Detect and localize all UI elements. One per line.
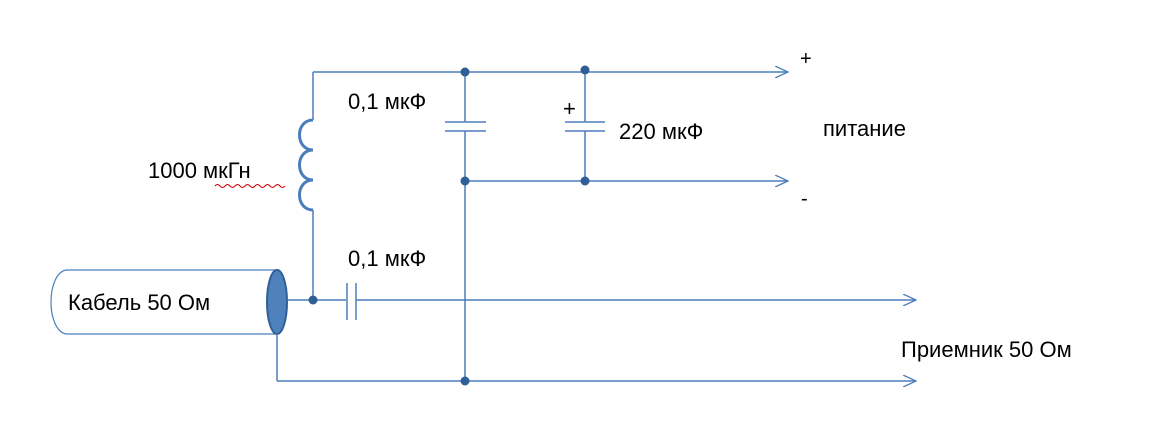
inductor-label: 1000 мкГн — [148, 158, 251, 183]
cap-coupling-label: 0,1 мкФ — [348, 246, 426, 271]
junction-node — [460, 67, 470, 77]
receiver-label: Приемник 50 Ом — [901, 337, 1072, 362]
junction-node — [460, 376, 470, 386]
cable-left-end — [50, 269, 67, 335]
power-label: питание — [823, 116, 906, 141]
cable-right-end — [266, 269, 288, 335]
junction-node — [308, 295, 318, 305]
inductor — [298, 71, 465, 300]
cap-el-plus-label: + — [563, 96, 576, 121]
spellcheck-underline — [214, 184, 286, 188]
junction-node — [460, 176, 470, 186]
junction-node — [580, 176, 590, 186]
capacitor-electrolytic — [565, 70, 605, 181]
power-plus-label: + — [800, 48, 812, 70]
capacitor-coupling — [346, 283, 357, 320]
inductor-coil — [298, 118, 314, 212]
capacitor-top — [445, 72, 486, 381]
cap-top-label: 0,1 мкФ — [348, 89, 426, 114]
junction-node — [580, 65, 590, 75]
power-minus-label: - — [801, 188, 808, 210]
coax-cable — [50, 269, 288, 335]
cable-label: Кабель 50 Ом — [68, 290, 210, 315]
cap-el-label: 220 мкФ — [619, 119, 703, 144]
